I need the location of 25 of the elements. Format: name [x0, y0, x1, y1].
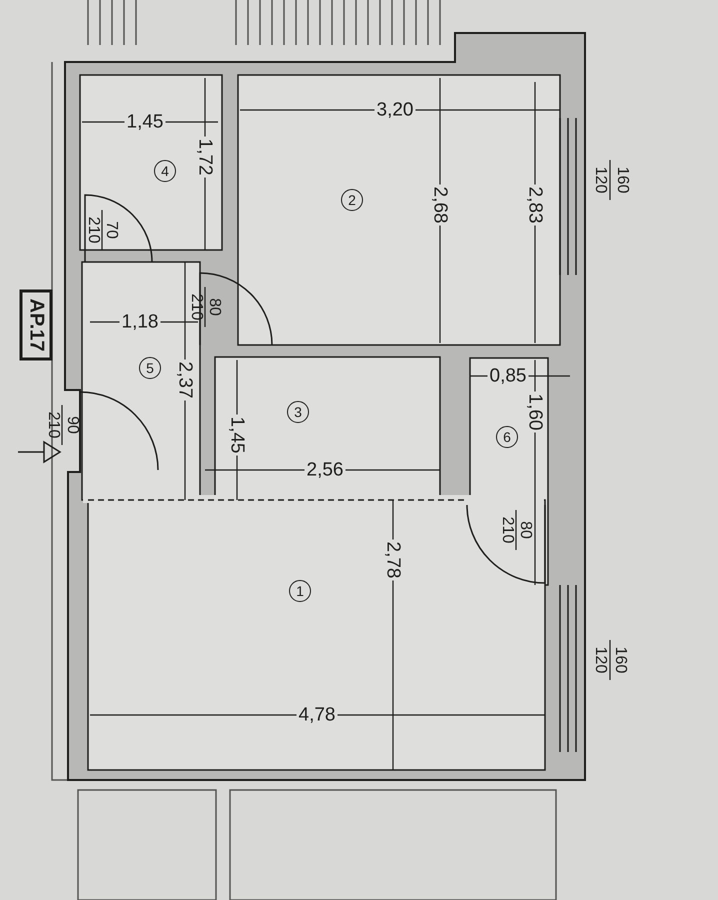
dimension-value: 2,83: [526, 184, 544, 226]
dimension-value: 2,78: [384, 540, 402, 580]
dimension-value: 3,20: [374, 100, 416, 120]
dimension-value: 1,45: [124, 112, 166, 132]
door-window-size: 120: [592, 646, 608, 676]
dimension-value: 0,85: [488, 366, 528, 386]
door-window-size: 90: [64, 415, 80, 436]
door-window-size: 210: [85, 216, 101, 246]
dimension-value: 2,37: [176, 360, 194, 400]
dimension-value: 2,56: [304, 460, 346, 480]
dimension-value: 1,72: [196, 136, 214, 178]
door-window-size: 120: [592, 166, 608, 196]
apartment-tag: AP.17: [20, 290, 52, 360]
door-window-size: 80: [206, 297, 222, 318]
dimension-value: 1,45: [228, 414, 246, 456]
dimension-value: 4,78: [296, 706, 338, 724]
dimension-value: 1,18: [120, 312, 160, 332]
door-window-size: 70: [103, 220, 119, 241]
door-window-size: 210: [499, 516, 515, 546]
door-window-size: 210: [45, 410, 61, 440]
door-window-size: 80: [517, 520, 533, 541]
door-window-size: 160: [614, 166, 630, 196]
dimension-value: 2,68: [430, 184, 450, 226]
dimension-value: 1,60: [526, 392, 544, 432]
door-window-size: 160: [612, 646, 628, 676]
